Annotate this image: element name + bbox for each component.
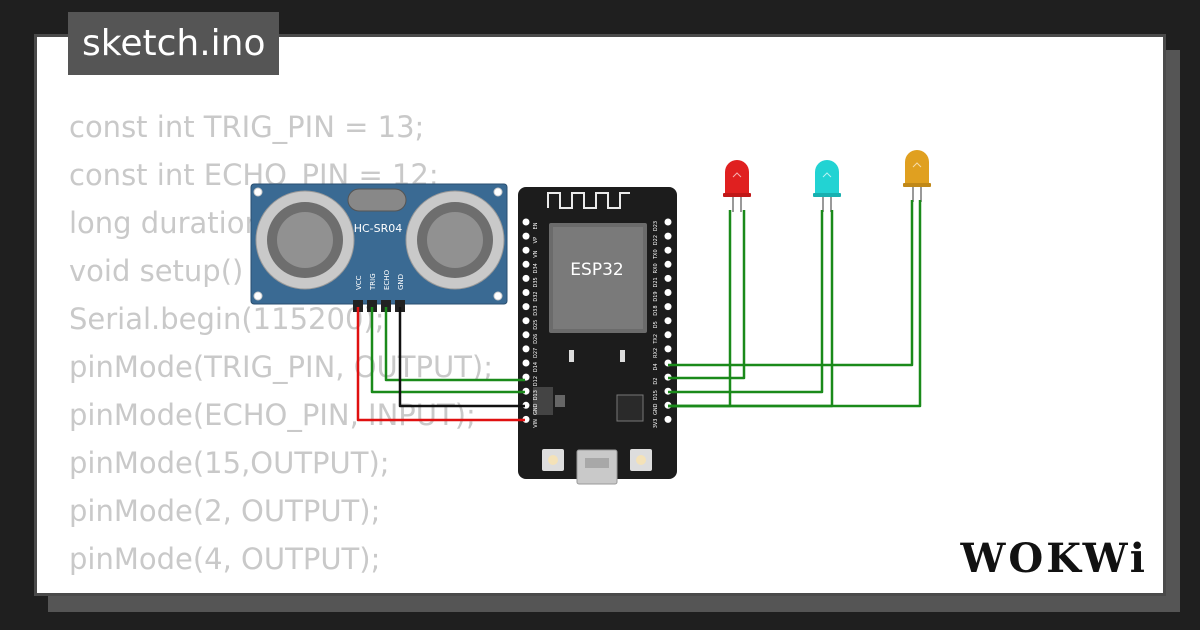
header-pin[interactable] (664, 331, 672, 339)
pin-label: D34 (533, 263, 539, 273)
code-preview: const int TRIG_PIN = 13; const int ECHO_… (69, 103, 494, 593)
pin-label: EN (533, 222, 539, 229)
led-wire[interactable] (668, 210, 824, 394)
header-pin[interactable] (664, 415, 672, 423)
header-pin[interactable] (664, 232, 672, 240)
pin-label: D23 (653, 221, 659, 231)
pin-label: D18 (653, 305, 659, 315)
file-name-tab: sketch.ino (68, 12, 280, 75)
code-line: pinMode(4, OUTPUT); (69, 542, 381, 576)
header-pin[interactable] (522, 303, 530, 311)
pin-label: D25 (533, 320, 539, 330)
esp32-board[interactable]: ESP32 ENVPVND34D35D32D33D25D26D27D14D12D… (518, 187, 677, 485)
left-transducer (255, 190, 355, 290)
sensor-pin-label: GND (397, 274, 405, 290)
pin-label: RX0 (653, 263, 659, 273)
header-pin[interactable] (522, 274, 530, 282)
header-pin[interactable] (522, 289, 530, 296)
sensor-pin-label: VCC (355, 275, 363, 290)
pin-label: VN (533, 250, 539, 257)
header-pin[interactable] (522, 218, 530, 226)
pin-label: D2 (653, 378, 659, 385)
ground-wire[interactable] (398, 307, 525, 408)
header-pin[interactable] (522, 331, 530, 339)
led-wire[interactable] (668, 200, 914, 367)
header-pin[interactable] (522, 246, 530, 254)
header-pin[interactable] (522, 260, 530, 268)
pin-label: GND (533, 403, 539, 415)
code-line: pinMode(TRIG_PIN, OUTPUT); (69, 350, 494, 384)
code-line: Serial.begin(115200); (69, 302, 385, 336)
pin-label: VIN (533, 419, 539, 428)
header-pin[interactable] (664, 317, 672, 325)
pin-label: D15 (653, 390, 659, 400)
pin-label: D5 (653, 321, 659, 328)
header-pin[interactable] (664, 345, 672, 353)
code-line: const int TRIG_PIN = 13; (69, 110, 425, 144)
wires (356, 200, 922, 422)
pin-label: 3V3 (653, 419, 659, 429)
pin-label: TX2 (653, 334, 659, 345)
led-cyan[interactable] (813, 160, 841, 212)
pin-label: D32 (533, 291, 539, 301)
header-pin[interactable] (664, 260, 672, 268)
code-line: void setup() { (69, 254, 271, 288)
code-line: pinMode(ECHO_PIN, INPUT); (69, 398, 476, 432)
sensor-label: HC-SR04 (354, 222, 403, 235)
header-pin[interactable] (522, 345, 530, 353)
power-wire[interactable] (356, 307, 525, 422)
header-pin[interactable] (664, 303, 672, 311)
pin-label: D33 (533, 305, 539, 315)
echo-wire[interactable] (384, 307, 525, 382)
code-line: pinMode(15,OUTPUT); (69, 446, 390, 480)
pin-label: D35 (533, 277, 539, 287)
header-pin[interactable] (664, 218, 672, 226)
header-pin[interactable] (664, 289, 672, 296)
ultrasonic-sensor[interactable]: HC-SR04 VCC TRIG ECHO GND (250, 183, 508, 312)
pin-label: D13 (533, 390, 539, 400)
led-wire[interactable] (668, 200, 922, 408)
header-pin[interactable] (522, 232, 530, 240)
code-line: } (69, 583, 493, 593)
sensor-pin-label: ECHO (383, 269, 391, 290)
pin-label: D4 (653, 363, 659, 370)
code-line: pinMode(2, OUTPUT); (69, 494, 381, 528)
chip-label: ESP32 (570, 260, 623, 280)
header-pin[interactable] (522, 359, 530, 367)
code-line: long duration; (69, 206, 273, 240)
pin-label: D19 (653, 291, 659, 301)
led-wire[interactable] (668, 210, 746, 380)
pin-label: D14 (533, 362, 539, 372)
pin-label: D12 (533, 376, 539, 386)
pin-label: D21 (653, 277, 659, 287)
pin-label: D27 (533, 348, 539, 358)
right-transducer (405, 190, 505, 290)
pin-label: TX0 (653, 249, 659, 260)
pin-label: D22 (653, 235, 659, 245)
header-pin[interactable] (522, 317, 530, 325)
led-wire[interactable] (668, 210, 732, 408)
pin-label: GND (653, 403, 659, 415)
led-wire[interactable] (668, 210, 834, 408)
header-pin[interactable] (664, 246, 672, 254)
pin-label: D26 (533, 334, 539, 344)
led-yellow[interactable] (903, 150, 931, 202)
pin-label: VP (533, 237, 539, 243)
trig-wire[interactable] (370, 307, 525, 394)
led-red[interactable] (723, 160, 751, 212)
pin-label: RX2 (653, 348, 659, 358)
wokwi-logo: WOKWi (960, 535, 1148, 582)
sensor-pin-label: TRIG (369, 273, 377, 291)
header-pin[interactable] (664, 274, 672, 282)
